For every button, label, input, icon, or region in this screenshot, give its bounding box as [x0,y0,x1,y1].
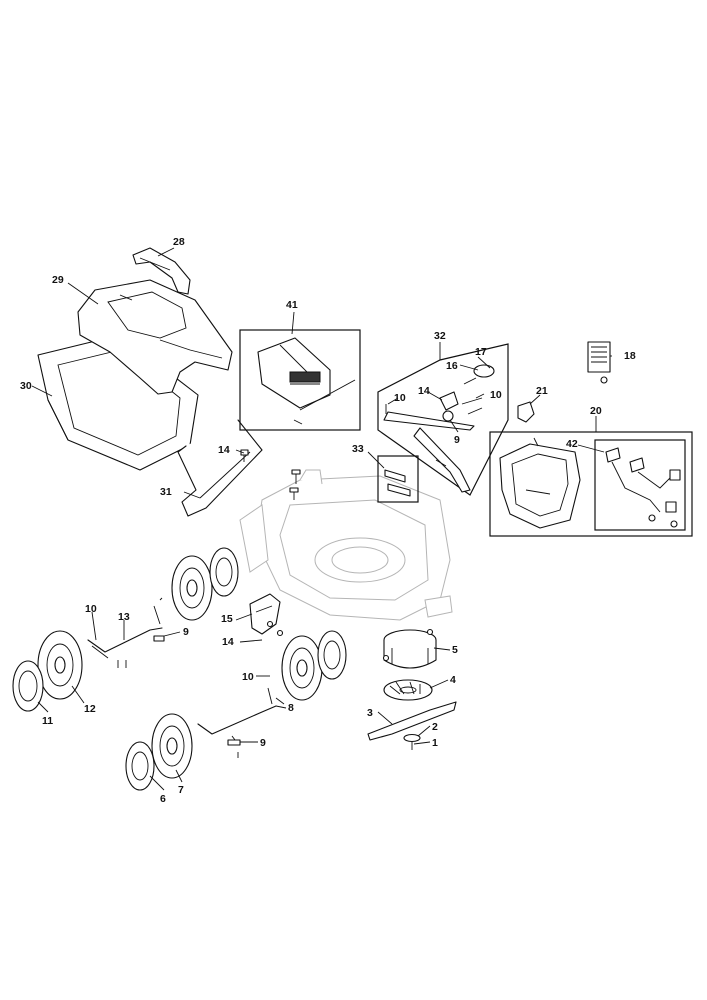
switch-box-41 [239,329,361,431]
clip-set-33 [377,455,419,503]
callout-labels: 28 29 30 31 14 41 32 33 18 21 20 42 17 1… [20,236,636,805]
callout-30: 30 [20,380,32,392]
carry-handle-28 [132,247,191,295]
rear-axle-13 [87,597,165,668]
callout-29: 29 [52,274,64,286]
callout-13: 13 [118,611,130,623]
washer-2 [403,733,421,743]
callout-3: 3 [367,707,373,719]
lever-assembly-32 [377,343,509,496]
callout-32: 32 [434,330,446,342]
callout-33: 33 [352,443,364,455]
rear-hubcap-upper [209,547,239,597]
callout-2: 2 [432,721,438,733]
rear-hubcap-11 [12,660,44,712]
front-axle-8 [197,687,285,758]
front-hatch-15 [249,593,284,637]
callout-7: 7 [178,784,184,796]
callout-41: 41 [286,299,298,311]
callout-4: 4 [450,674,456,686]
leader-lines [31,247,612,791]
component-21 [517,401,535,423]
callout-10-lever-right: 10 [490,389,502,401]
callout-28: 28 [173,236,185,248]
callout-10-front: 10 [242,671,254,683]
callout-14-hatch: 14 [222,636,234,648]
screw-14-bag [240,449,249,462]
callout-9-front: 9 [260,737,266,749]
wiring-harness-42 [594,439,686,531]
callout-9-rear: 9 [183,626,189,638]
callout-11: 11 [42,715,53,727]
rear-wheel-upper [171,555,213,621]
callout-1: 1 [432,737,438,749]
bag-frame-31 [177,419,263,517]
callout-10-lever-left: 10 [394,392,406,404]
callout-9-lever: 9 [454,434,460,446]
deck-screws [289,469,301,500]
front-hubcap-upper [317,630,347,680]
callout-8: 8 [288,702,294,714]
callout-42: 42 [566,438,578,450]
mower-deck [239,469,453,621]
callout-18: 18 [624,350,636,362]
blade-3 [367,701,457,741]
callout-14-lever: 14 [418,385,430,397]
callout-16: 16 [446,360,458,372]
callout-10-rear: 10 [85,603,97,615]
callout-20: 20 [590,405,602,417]
callout-15: 15 [221,613,233,625]
rear-wheel-12 [37,630,83,700]
motor-5 [382,628,437,669]
callout-6: 6 [160,793,166,805]
front-wheel-upper [281,635,323,701]
callout-14-bag: 14 [218,444,230,456]
callout-5: 5 [452,644,458,656]
fan-4 [383,679,433,701]
battery-housing-20 [489,431,693,537]
callout-12: 12 [84,703,96,715]
grass-bag-cover-29 [77,279,233,395]
component-18 [587,341,611,384]
callout-17: 17 [475,346,487,358]
callout-31: 31 [160,486,172,498]
front-wheel-7 [151,713,193,779]
callout-21: 21 [536,385,548,397]
front-hubcap-6 [125,741,155,791]
